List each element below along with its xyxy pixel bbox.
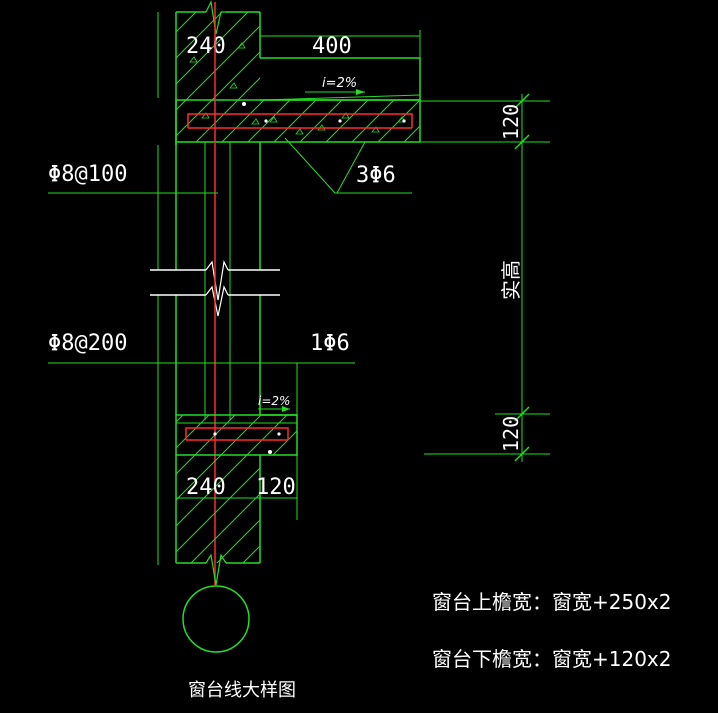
- dim-vertical-chain: 120 实高 120: [420, 93, 550, 462]
- dim-120-canopy: 120: [499, 104, 523, 140]
- rebar-leader-upper: Φ8@100: [48, 162, 218, 194]
- canopy: i=2%: [175, 42, 421, 143]
- lower-wall-hatch: [176, 455, 260, 563]
- drawing-title: 窗台线大样图: [188, 680, 296, 701]
- note-upper-eave-width: 窗台上檐宽：窗宽+250x2: [432, 590, 672, 614]
- wall-middle: [150, 142, 280, 565]
- dim-canopy-width: 400: [260, 30, 421, 59]
- dim-240-bottom: 240: [186, 475, 226, 500]
- canopy-slab: [175, 99, 421, 143]
- sill-rebar: [185, 427, 289, 440]
- break-symbol-bottom: [205, 553, 227, 586]
- upper-wall: [157, 0, 261, 145]
- rebar-label-3phi6: 3Φ6: [356, 163, 396, 188]
- rebar-leader-canopy: 3Φ6: [284, 137, 412, 194]
- canopy-rebar: [187, 113, 413, 128]
- sill-slope-label: i=2%: [258, 394, 290, 408]
- detail-marker-circle: [182, 585, 250, 653]
- note-lower-eave-width: 窗台下檐宽：窗宽+120x2: [432, 647, 672, 671]
- dim-400: 400: [312, 34, 352, 59]
- sill: i=2%: [175, 363, 298, 456]
- rebar-label-phi8-100: Φ8@100: [48, 162, 127, 187]
- break-symbol-top: [205, 0, 226, 35]
- rebar-label-1phi6: 1Φ6: [310, 331, 350, 356]
- lower-wall: 240 120: [175, 455, 298, 586]
- dim-240-top: 240: [186, 34, 226, 59]
- rebar-label-phi8-200: Φ8@200: [48, 331, 127, 356]
- canopy-slope-label: i=2%: [322, 76, 357, 91]
- dim-actual-height: 实高: [499, 260, 523, 300]
- dim-120-sill-projection: 120: [256, 475, 296, 500]
- break-symbol-middle: [205, 260, 229, 301]
- dim-120-sill: 120: [499, 416, 523, 452]
- rebar-leader-lower: Φ8@200 1Φ6: [48, 331, 355, 364]
- sill-slab: [175, 414, 298, 456]
